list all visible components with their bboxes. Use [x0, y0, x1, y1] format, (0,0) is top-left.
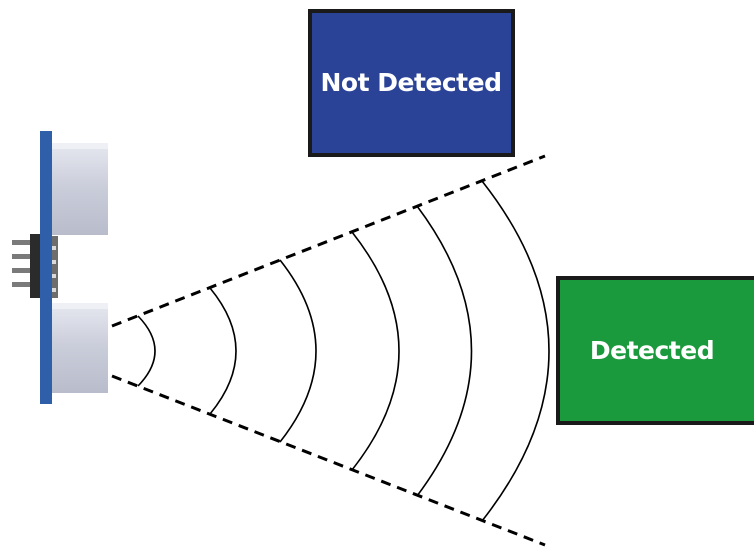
- not-detected-label: Not Detected: [321, 68, 502, 97]
- not-detected-object: Not Detected: [308, 9, 515, 157]
- wave-arc-1: [137, 315, 156, 387]
- wave-arc-2: [209, 287, 237, 415]
- wave-arc-3: [279, 259, 317, 443]
- ultrasonic-sensor-icon: [12, 131, 108, 404]
- sensor-board: [40, 131, 52, 404]
- detected-box: [556, 276, 754, 425]
- sound-waves: [137, 180, 550, 522]
- wave-arc-5: [416, 205, 473, 497]
- not-detected-box: [308, 9, 515, 157]
- transmitter-transducer: [52, 143, 108, 235]
- beam-edge-top: [111, 154, 546, 328]
- receiver-transducer: [52, 303, 108, 393]
- beam-edge-bottom: [111, 374, 546, 547]
- wave-arc-6: [481, 180, 550, 522]
- detected-label: Detected: [590, 336, 714, 365]
- detected-object: Detected: [556, 276, 754, 425]
- wave-arc-4: [351, 231, 400, 471]
